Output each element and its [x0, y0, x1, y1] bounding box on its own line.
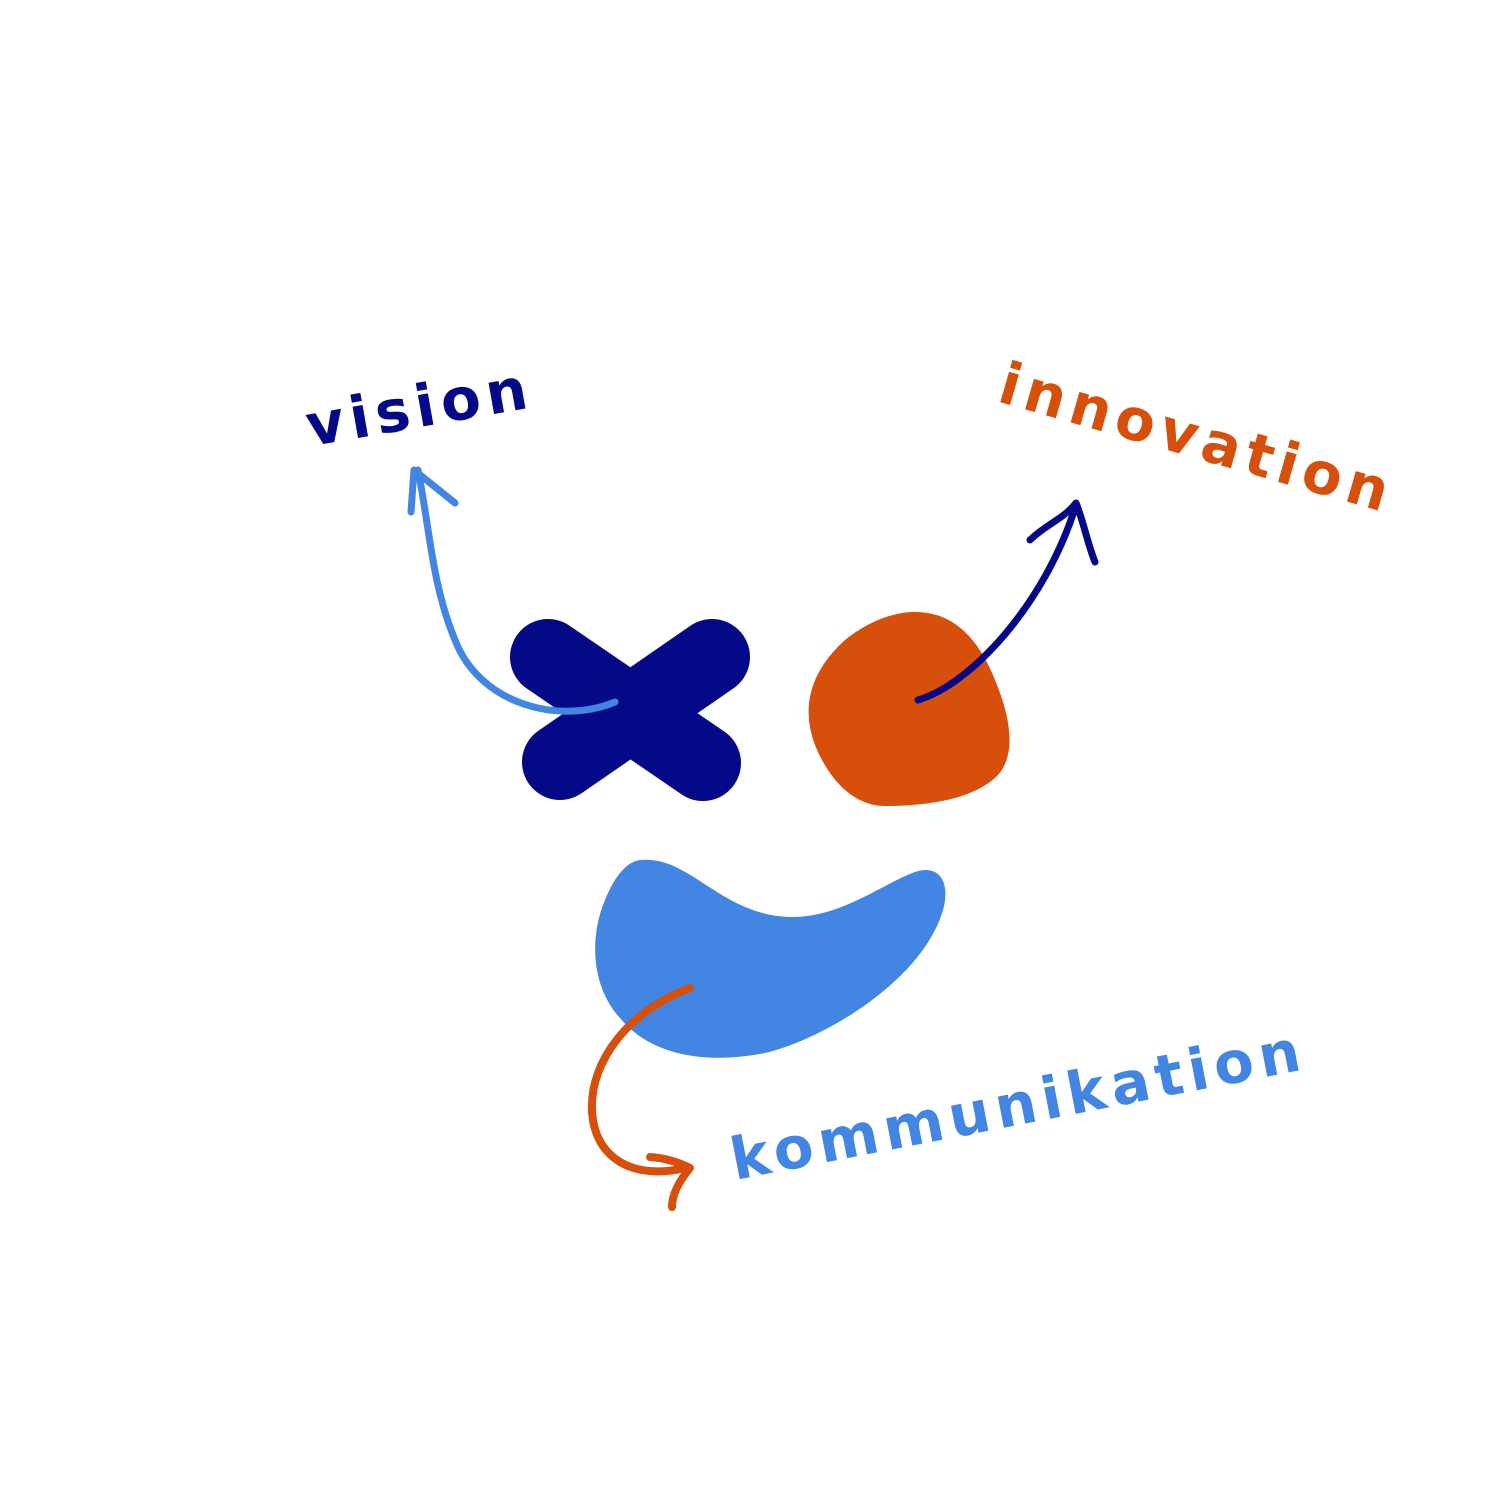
x-cross-shape: [510, 619, 750, 801]
arrow-to-innovation: [914, 499, 1099, 704]
arrow-to-vision: [407, 466, 619, 715]
arrow-to-kommunikation: [587, 984, 694, 1211]
orange-blob-shape: [808, 612, 1010, 806]
blue-kidney-shape: [595, 859, 946, 1058]
